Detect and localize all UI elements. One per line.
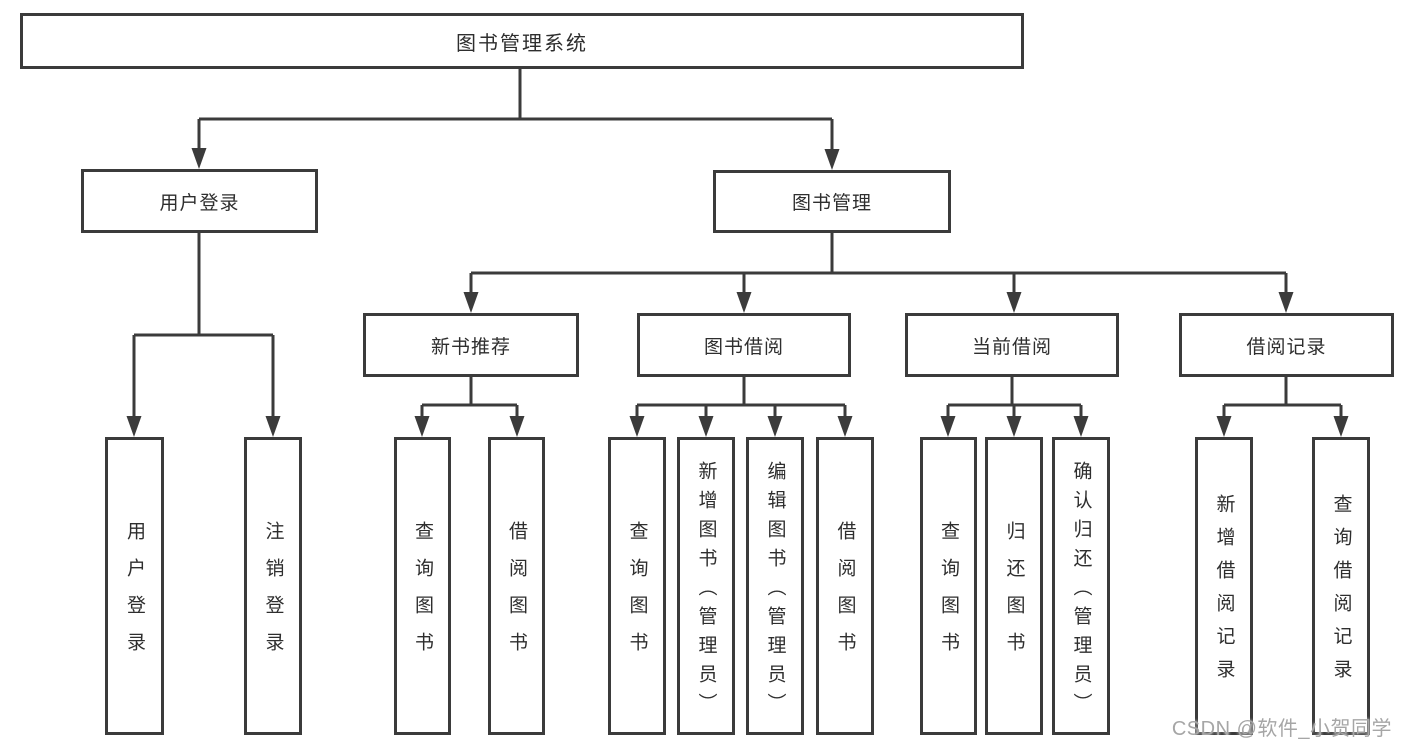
leaf-confirm-return-admin-label: 确认归还（管理员） — [1070, 460, 1092, 722]
arrowhead — [824, 149, 840, 170]
leaf-query-books-current: 查询图书 — [920, 437, 977, 735]
leaf-logout: 注销登录 — [244, 437, 302, 735]
leaf-add-book-admin-label: 新增图书（管理员） — [695, 460, 717, 722]
arrowhead — [1216, 416, 1232, 437]
node-current-borrow-label: 当前借阅 — [971, 336, 1052, 358]
leaf-query-books-current-label: 查询图书 — [938, 521, 959, 669]
connector-book-borrow-to-leaves — [635, 377, 847, 418]
arrowhead — [265, 416, 281, 437]
arrowhead — [767, 416, 783, 437]
leaf-return-book-label: 归还图书 — [1003, 521, 1025, 669]
node-new-book-recommend: 新书推荐 — [363, 313, 579, 377]
leaf-query-books-borrow: 查询图书 — [608, 437, 666, 735]
arrowhead — [629, 416, 645, 437]
connector-root-to-level2 — [197, 69, 834, 151]
connector-user-login-to-leaves — [132, 233, 275, 418]
arrowhead — [1073, 416, 1089, 437]
node-book-management: 图书管理 — [713, 170, 951, 233]
arrowhead — [1006, 416, 1022, 437]
arrowhead — [463, 292, 479, 313]
node-library-system-label: 图书管理系统 — [456, 32, 588, 55]
arrowhead — [837, 416, 853, 437]
node-borrow-record: 借阅记录 — [1179, 313, 1394, 377]
leaf-query-books-recommend-label: 查询图书 — [412, 521, 433, 669]
node-book-borrow: 图书借阅 — [637, 313, 851, 377]
node-book-management-label: 图书管理 — [791, 193, 872, 214]
arrowhead — [736, 292, 752, 313]
leaf-borrow-books-recommend-label: 借阅图书 — [506, 521, 527, 669]
arrowhead — [698, 416, 714, 437]
node-new-book-recommend-label: 新书推荐 — [430, 336, 511, 358]
leaf-logout-label: 注销登录 — [262, 521, 284, 669]
leaf-user-login: 用户登录 — [105, 437, 164, 735]
arrowhead — [509, 416, 525, 437]
connector-book-mgmt-to-level3 — [469, 233, 1288, 294]
leaf-borrow-book: 借阅图书 — [816, 437, 874, 735]
node-current-borrow: 当前借阅 — [905, 313, 1119, 377]
leaf-confirm-return-admin: 确认归还（管理员） — [1052, 437, 1110, 735]
arrowhead — [126, 416, 142, 437]
arrowhead — [191, 148, 207, 169]
leaf-query-borrow-record-label: 查询借阅记录 — [1330, 494, 1352, 692]
node-user-login: 用户登录 — [81, 169, 318, 233]
leaf-return-book: 归还图书 — [985, 437, 1043, 735]
leaf-edit-book-admin: 编辑图书（管理员） — [746, 437, 804, 735]
leaf-add-borrow-record-label: 新增借阅记录 — [1213, 494, 1235, 692]
leaf-edit-book-admin-label: 编辑图书（管理员） — [764, 460, 786, 722]
node-user-login-label: 用户登录 — [159, 192, 240, 214]
arrowhead — [940, 416, 956, 437]
leaf-user-login-label: 用户登录 — [124, 521, 145, 669]
leaf-query-borrow-record: 查询借阅记录 — [1312, 437, 1370, 735]
csdn-watermark: CSDN @软件_小贺同学 — [1171, 718, 1392, 740]
leaf-add-book-admin: 新增图书（管理员） — [677, 437, 735, 735]
node-book-borrow-label: 图书借阅 — [703, 336, 784, 358]
arrowhead — [1333, 416, 1349, 437]
connector-new-book-to-leaves — [420, 377, 519, 418]
arrowhead — [1278, 292, 1294, 313]
leaf-query-books-borrow-label: 查询图书 — [626, 521, 648, 669]
arrowhead — [414, 416, 430, 437]
leaf-borrow-book-label: 借阅图书 — [834, 521, 856, 669]
leaf-borrow-books-recommend: 借阅图书 — [488, 437, 545, 735]
node-borrow-record-label: 借阅记录 — [1246, 336, 1327, 358]
leaf-add-borrow-record: 新增借阅记录 — [1195, 437, 1253, 735]
leaf-query-books-recommend: 查询图书 — [394, 437, 451, 735]
node-library-system: 图书管理系统 — [20, 13, 1024, 69]
arrowhead — [1006, 292, 1022, 313]
connector-borrow-record-to-leaves — [1222, 377, 1343, 418]
connector-current-borrow-to-leaves — [946, 377, 1083, 418]
